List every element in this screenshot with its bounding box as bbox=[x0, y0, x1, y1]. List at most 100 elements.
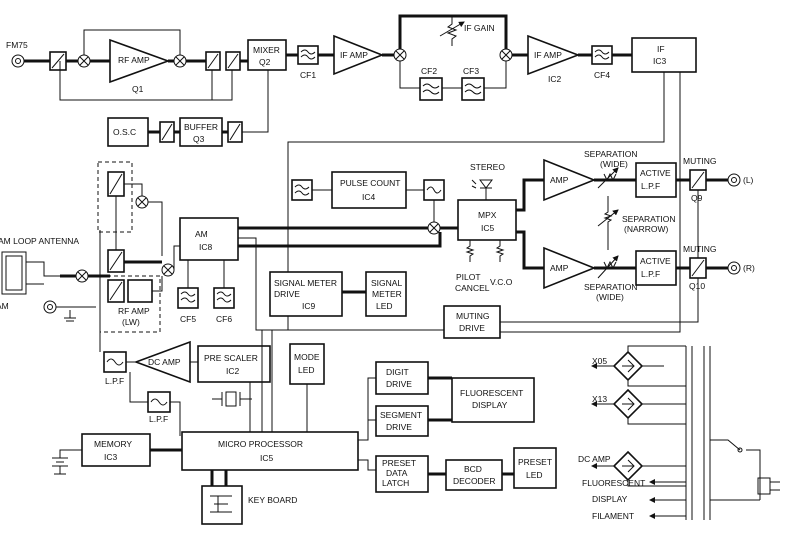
am-ic8-label: AM bbox=[195, 229, 208, 239]
mode-led: MODE LED bbox=[289, 343, 325, 385]
digit-drive: DIGIT DRIVE bbox=[375, 361, 429, 395]
key-board-label: KEY BOARD bbox=[248, 495, 297, 505]
fluorescent-display: FLUORESCENT DISPLAY bbox=[451, 377, 535, 423]
segment-drive: SEGMENT DRIVE bbox=[375, 405, 429, 437]
pilot-cancel-label-2: CANCEL bbox=[455, 283, 490, 293]
if-amp-1: IF AMP bbox=[333, 34, 385, 76]
sep-wide-bot-2: (WIDE) bbox=[596, 292, 624, 302]
pilot-cancel-pot: PILOT CANCEL bbox=[455, 240, 490, 293]
mode-led-1: MODE bbox=[294, 352, 320, 362]
pulse-count-ic4: PULSE COUNT IC4 bbox=[331, 171, 407, 209]
amp-bottom-label: AMP bbox=[550, 263, 569, 273]
mixer-node-3 bbox=[393, 48, 407, 62]
rectifier-x13: X13 bbox=[591, 388, 686, 425]
sml-label-2: METER bbox=[372, 289, 402, 299]
if-ic3-ref: IC3 bbox=[653, 56, 667, 66]
dc-amp-power-label: DC AMP bbox=[578, 454, 611, 464]
vco-pot: V.C.O bbox=[490, 240, 513, 287]
am-loop-antenna: AM LOOP ANTENNA bbox=[0, 236, 79, 295]
cf1-label: CF1 bbox=[300, 70, 316, 80]
mpx-ic5: MPX IC5 bbox=[457, 199, 517, 241]
mode-led-2: LED bbox=[298, 365, 315, 375]
if-amp-2-label: IF AMP bbox=[534, 50, 562, 60]
mixer-label: MIXER bbox=[253, 45, 280, 55]
sml-label-3: LED bbox=[376, 301, 393, 311]
memory-ref: IC3 bbox=[104, 452, 118, 462]
sep-narrow-1: SEPARATION bbox=[622, 214, 676, 224]
signal-meter-led: SIGNAL METER LED bbox=[365, 271, 407, 317]
rf-amp-ref: Q1 bbox=[132, 84, 144, 94]
fm75-input: FM75 bbox=[6, 40, 28, 68]
mpx-label: MPX bbox=[478, 210, 497, 220]
mixer-node-4 bbox=[499, 48, 513, 62]
fluorescent-filament-outputs: FLUORESCENT DISPLAY FILAMENT bbox=[582, 478, 686, 521]
fluorescent-label: FLUORESCENT bbox=[582, 478, 645, 488]
rf-amp-lw-label: RF AMP bbox=[118, 306, 150, 316]
pre-scaler-ref: IC2 bbox=[226, 366, 240, 376]
sep-wide-bot-1: SEPARATION bbox=[584, 282, 638, 292]
cf6-filter: CF6 bbox=[213, 287, 235, 324]
filament-label: FILAMENT bbox=[592, 511, 634, 521]
filter-pulse-in bbox=[291, 179, 313, 201]
fd-label-2: DISPLAY bbox=[472, 400, 508, 410]
am-loop-label: AM LOOP ANTENNA bbox=[0, 236, 79, 246]
dc-amp-label: DC AMP bbox=[148, 357, 181, 367]
mixer-node-am2 bbox=[135, 195, 149, 209]
preset-led-2: LED bbox=[526, 470, 543, 480]
pre-scaler-label: PRE SCALER bbox=[204, 353, 258, 363]
muting-top-label: MUTING bbox=[683, 156, 717, 166]
pilot-cancel-label-1: PILOT bbox=[456, 272, 481, 282]
mpx-ref: IC5 bbox=[481, 223, 495, 233]
preset-led-1: PRESET bbox=[518, 457, 552, 467]
lpf-1-label: L.P.F bbox=[105, 376, 124, 386]
vco-label: V.C.O bbox=[490, 277, 513, 287]
lpf-2-label: L.P.F bbox=[149, 414, 168, 424]
buffer-ref: Q3 bbox=[193, 134, 205, 144]
rf-amp-q1: RF AMP Q1 bbox=[109, 38, 171, 94]
am-tuning-top bbox=[97, 161, 133, 233]
cf2-filter: CF2 bbox=[419, 66, 443, 101]
sml-label-1: SIGNAL bbox=[371, 278, 402, 288]
mixer-node-mpx bbox=[427, 221, 441, 235]
osc-label: O.S.C bbox=[113, 127, 136, 137]
signal-meter-drive-ic9: SIGNAL METER DRIVE IC9 bbox=[269, 271, 343, 317]
muting-top-ref: Q9 bbox=[691, 193, 703, 203]
cf3-label: CF3 bbox=[463, 66, 479, 76]
muting-bot-ref: Q10 bbox=[689, 281, 705, 291]
dc-amp: DC AMP bbox=[133, 340, 191, 384]
digit-drive-2: DRIVE bbox=[386, 379, 412, 389]
power-plug bbox=[710, 477, 780, 501]
smd-ref: IC9 bbox=[302, 301, 316, 311]
preset-led: PRESET LED bbox=[513, 447, 557, 489]
stereo-indicator: STEREO bbox=[470, 162, 505, 200]
pdl-3: LATCH bbox=[382, 478, 409, 488]
mixer-node-am3 bbox=[161, 263, 175, 277]
sep-wide-top-2: (WIDE) bbox=[600, 159, 628, 169]
separation-wide-bottom: SEPARATION (WIDE) bbox=[584, 255, 638, 302]
separation-wide-top: SEPARATION (WIDE) bbox=[584, 149, 638, 189]
mixer-node-2 bbox=[173, 54, 187, 68]
if-ic3: IF IC3 bbox=[631, 37, 697, 73]
active-lpf-top: ACTIVE L.P.F bbox=[635, 162, 677, 198]
lpf-1: L.P.F bbox=[103, 351, 127, 386]
pulse-count-label: PULSE COUNT bbox=[340, 178, 400, 188]
mixer-q2: MIXER Q2 bbox=[247, 39, 287, 71]
output-r: (R) bbox=[727, 261, 755, 275]
rectifier-dc-amp: DC AMP bbox=[578, 450, 686, 487]
if-ic3-label: IF bbox=[657, 44, 665, 54]
cf5-label: CF5 bbox=[180, 314, 196, 324]
memory-ic3: MEMORY IC3 bbox=[81, 433, 151, 467]
cf3-filter: CF3 bbox=[461, 66, 485, 101]
am-tuning-2 bbox=[107, 249, 125, 273]
if-amp-2-ref: IC2 bbox=[548, 74, 562, 84]
bcd-1: BCD bbox=[464, 464, 482, 474]
pre-scaler-ic2: PRE SCALER IC2 bbox=[197, 345, 271, 383]
transformer bbox=[685, 346, 761, 520]
cf1-filter: CF1 bbox=[297, 45, 319, 80]
am-ic8-ref: IC8 bbox=[199, 242, 213, 252]
sep-wide-top-1: SEPARATION bbox=[584, 149, 638, 159]
active-lpf-bot-1: ACTIVE bbox=[640, 256, 671, 266]
amp-top: AMP bbox=[543, 158, 597, 202]
display-label: DISPLAY bbox=[592, 494, 628, 504]
key-board: KEY BOARD bbox=[201, 485, 297, 525]
